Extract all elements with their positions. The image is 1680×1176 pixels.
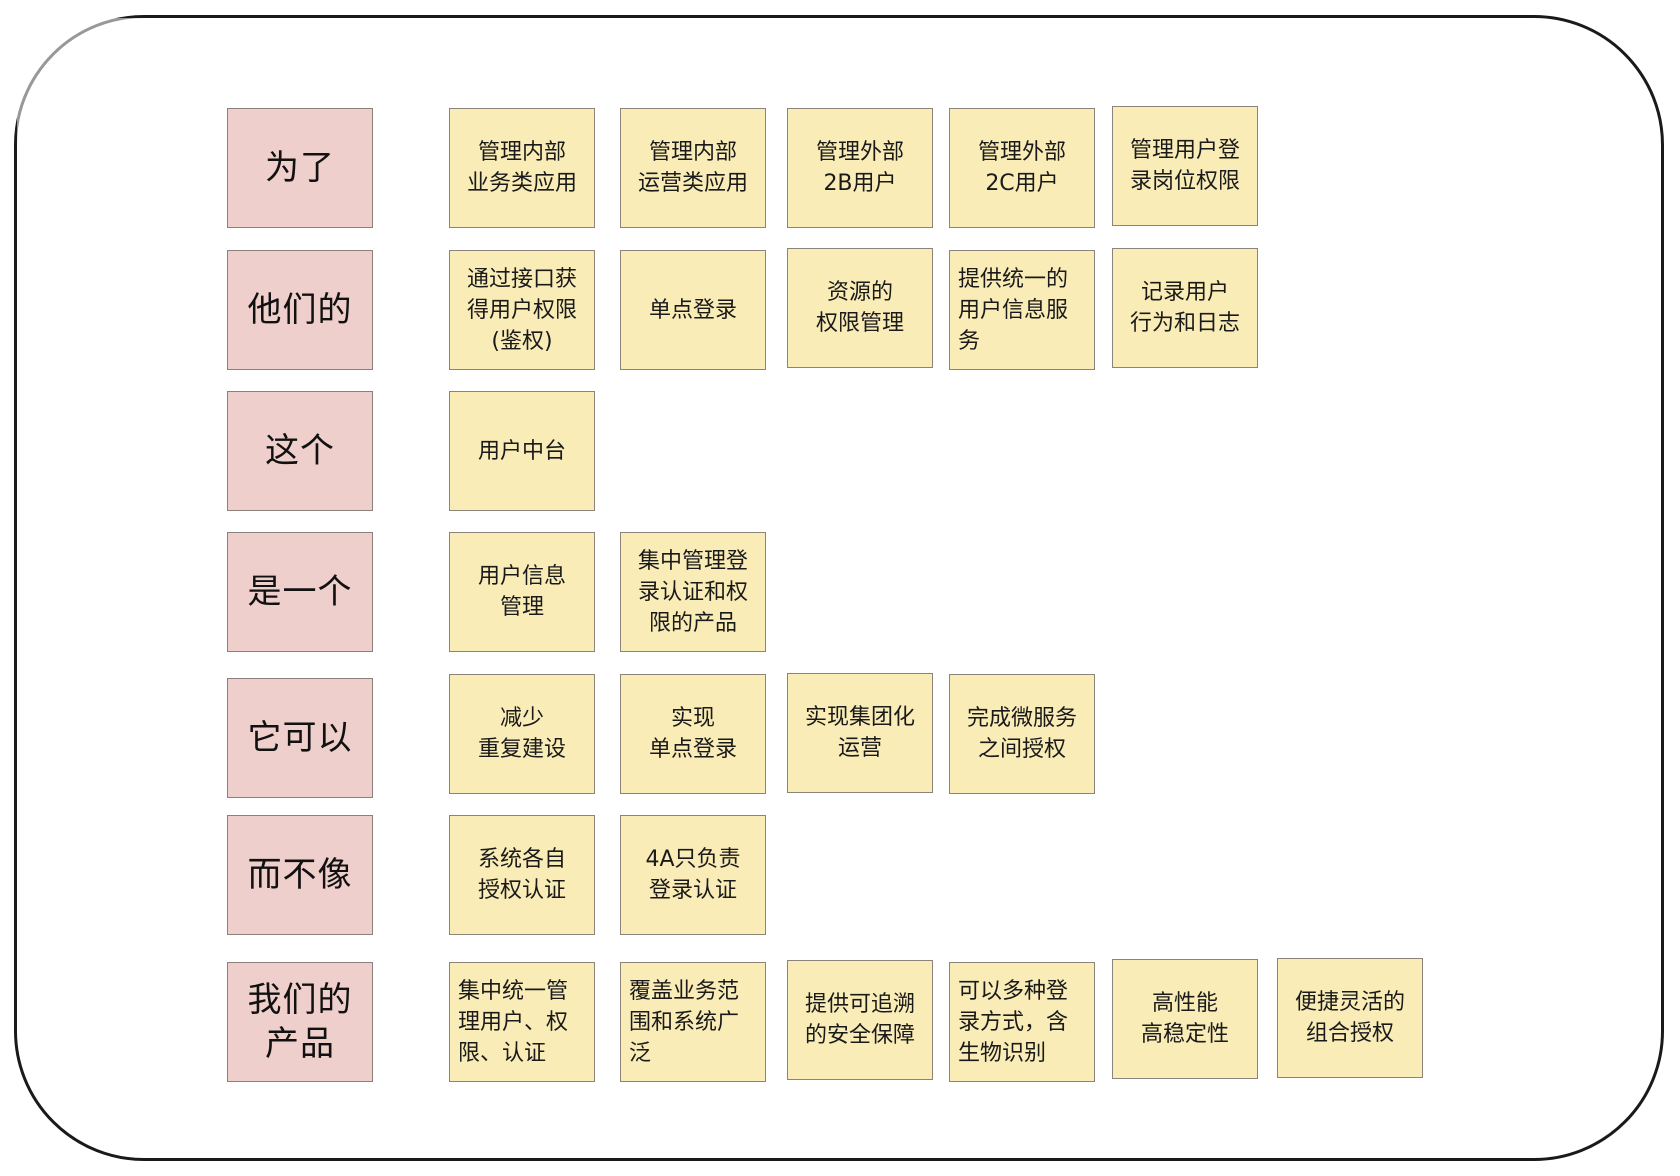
sticky-note: 实现 单点登录 — [620, 674, 766, 794]
row-ta-ke-yi: 它可以 减少 重复建设 实现 单点登录 实现集团化 运营 完成微服务 之间授权 — [0, 673, 1680, 798]
row-label: 这个 — [227, 391, 373, 511]
sticky-note: 资源的 权限管理 — [787, 248, 933, 368]
sticky-note: 集中统一管 理用户、权 限、认证 — [449, 962, 595, 1082]
sticky-note: 管理内部 运营类应用 — [620, 108, 766, 228]
sticky-note: 覆盖业务范 围和系统广 泛 — [620, 962, 766, 1082]
row-label: 是一个 — [227, 532, 373, 652]
sticky-note: 单点登录 — [620, 250, 766, 370]
sticky-note: 实现集团化 运营 — [787, 673, 933, 793]
sticky-note: 用户中台 — [449, 391, 595, 511]
sticky-note: 可以多种登 录方式，含 生物识别 — [949, 962, 1095, 1082]
sticky-note: 管理外部 2C用户 — [949, 108, 1095, 228]
row-er-bu-xiang: 而不像 系统各自 授权认证 4A只负责 登录认证 — [0, 815, 1680, 935]
sticky-note: 完成微服务 之间授权 — [949, 674, 1095, 794]
row-wei-le: 为了 管理内部 业务类应用 管理内部 运营类应用 管理外部 2B用户 管理外部 … — [0, 106, 1680, 228]
row-ta-men-de: 他们的 通过接口获 得用户权限 (鉴权) 单点登录 资源的 权限管理 提供统一的… — [0, 248, 1680, 370]
row-label: 而不像 — [227, 815, 373, 935]
sticky-note: 记录用户 行为和日志 — [1112, 248, 1258, 368]
sticky-note: 提供统一的 用户信息服 务 — [949, 250, 1095, 370]
row-label: 他们的 — [227, 250, 373, 370]
sticky-note: 管理内部 业务类应用 — [449, 108, 595, 228]
sticky-note: 便捷灵活的 组合授权 — [1277, 958, 1423, 1078]
sticky-note: 集中管理登 录认证和权 限的产品 — [620, 532, 766, 652]
sticky-note: 高性能 高稳定性 — [1112, 959, 1258, 1079]
row-shi-yi-ge: 是一个 用户信息 管理 集中管理登 录认证和权 限的产品 — [0, 532, 1680, 652]
row-label: 为了 — [227, 108, 373, 228]
sticky-note: 通过接口获 得用户权限 (鉴权) — [449, 250, 595, 370]
sticky-note: 减少 重复建设 — [449, 674, 595, 794]
sticky-note: 4A只负责 登录认证 — [620, 815, 766, 935]
row-label: 它可以 — [227, 678, 373, 798]
sticky-note: 提供可追溯 的安全保障 — [787, 960, 933, 1080]
row-label: 我们的 产品 — [227, 962, 373, 1082]
sticky-note: 用户信息 管理 — [449, 532, 595, 652]
row-zhe-ge: 这个 用户中台 — [0, 391, 1680, 511]
sticky-note: 管理用户登 录岗位权限 — [1112, 106, 1258, 226]
row-wo-men-de-chan-pin: 我们的 产品 集中统一管 理用户、权 限、认证 覆盖业务范 围和系统广 泛 提供… — [0, 958, 1680, 1082]
sticky-note: 管理外部 2B用户 — [787, 108, 933, 228]
sticky-note: 系统各自 授权认证 — [449, 815, 595, 935]
